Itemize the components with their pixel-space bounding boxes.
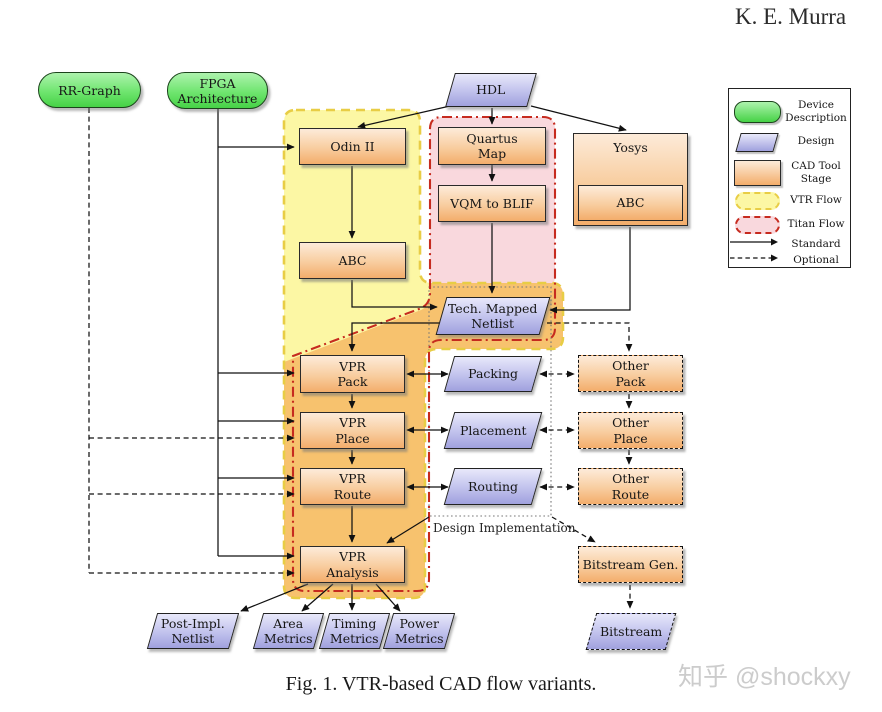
- optional-arrow-swatch: [730, 254, 778, 262]
- node-odin-ii: Odin II: [299, 128, 406, 165]
- node-other-pack: Other Pack: [578, 355, 683, 392]
- node-hdl: HDL: [445, 73, 537, 107]
- node-yosys-label: Yosys: [613, 140, 648, 155]
- node-bitstream: Bitstream: [585, 613, 677, 650]
- design-implementation-label: Design Implementation: [433, 521, 576, 535]
- figure-caption: Fig. 1. VTR-based CAD flow variants.: [285, 673, 597, 695]
- node-rr-graph: RR-Graph: [38, 72, 141, 108]
- node-quartus-map: Quartus Map: [438, 127, 546, 165]
- vtr-flow-swatch: [734, 192, 780, 210]
- node-yosys-abc: ABC: [578, 185, 683, 221]
- node-fpga-architecture-label: FPGA: [199, 75, 236, 91]
- node-fpga-architecture: FPGA Architecture: [167, 72, 268, 109]
- node-placement: Placement: [443, 412, 543, 449]
- node-bitstream-gen: Bitstream Gen.: [578, 546, 683, 583]
- design-implementation-group: [428, 286, 552, 517]
- node-routing: Routing: [443, 468, 543, 505]
- node-vpr-pack: VPR Pack: [300, 355, 405, 393]
- optional-arrows: [88, 108, 634, 609]
- legend-row-standard: Standard: [729, 237, 850, 253]
- legend-row-cad-stage: CAD Tool Stage: [729, 155, 850, 191]
- standard-arrow-swatch: [730, 238, 778, 246]
- node-odin-ii-label: Odin II: [330, 138, 375, 154]
- node-packing: Packing: [443, 356, 543, 392]
- legend-row-device: Device Description: [729, 95, 850, 129]
- node-other-place: Other Place: [578, 412, 683, 449]
- legend-row-titan-flow: Titan Flow: [729, 213, 850, 237]
- design-swatch: [735, 132, 779, 152]
- node-hdl-label: HDL: [476, 82, 506, 98]
- standard-arrows: [217, 105, 631, 612]
- node-yosys: Yosys ABC: [573, 133, 688, 226]
- node-vqm-to-blif: VQM to BLIF: [438, 185, 546, 222]
- titan-flow-swatch: [734, 216, 780, 234]
- legend: Device Description Design CAD Tool Stage…: [728, 88, 851, 268]
- node-abc: ABC: [299, 242, 406, 279]
- node-vpr-analysis: VPR Analysis: [300, 546, 405, 583]
- cad-tool-stage-swatch: [733, 160, 781, 186]
- node-rr-graph-label: RR-Graph: [58, 82, 121, 98]
- legend-row-vtr-flow: VTR Flow: [729, 189, 850, 213]
- legend-row-design: Design: [729, 129, 850, 155]
- node-other-route: Other Route: [578, 468, 683, 505]
- node-vpr-place: VPR Place: [300, 412, 405, 449]
- running-header: K. E. Murra: [735, 4, 847, 29]
- device-description-swatch: [733, 101, 781, 123]
- node-vpr-route: VPR Route: [300, 468, 405, 505]
- legend-row-optional: Optional: [729, 253, 850, 269]
- watermark: 知乎 @shockxy: [678, 663, 851, 691]
- node-post-impl-netlist: Post-Impl.Netlist: [146, 613, 240, 649]
